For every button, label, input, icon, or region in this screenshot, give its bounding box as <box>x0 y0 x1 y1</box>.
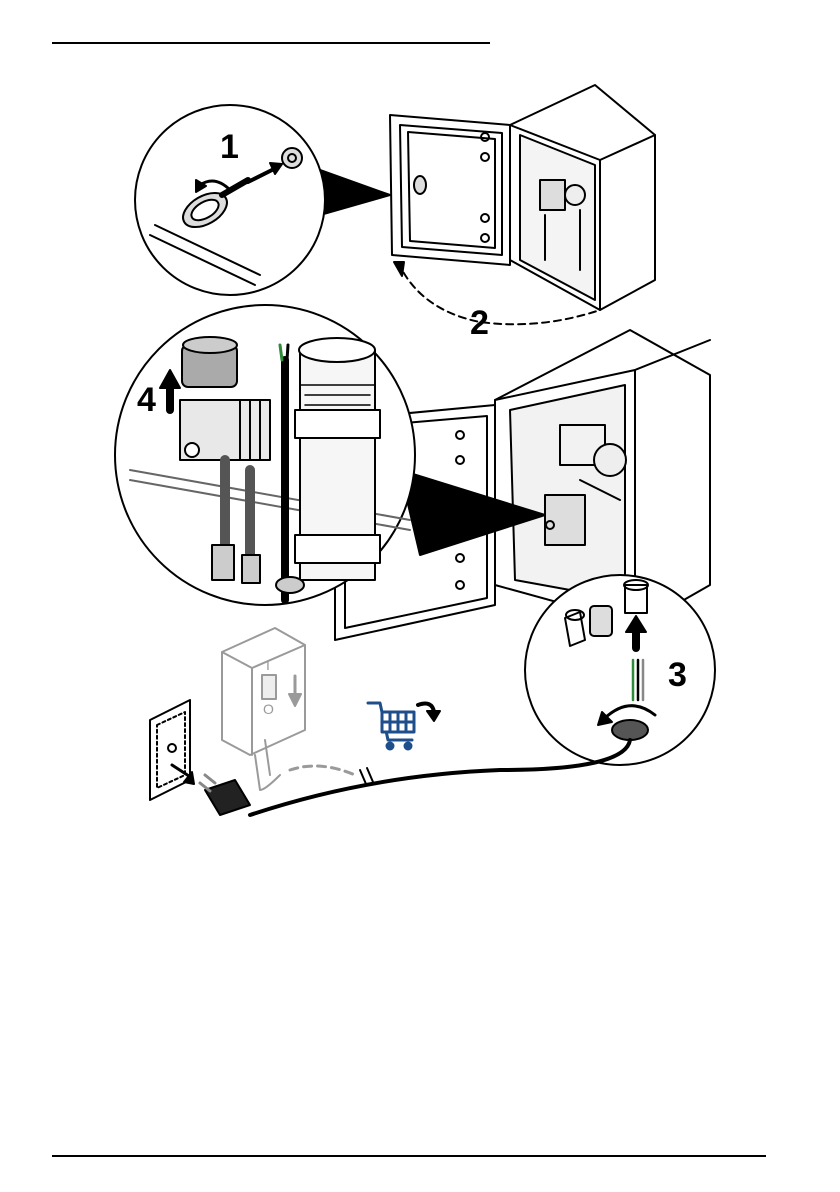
switch-off-mark: O <box>263 701 274 717</box>
shopping-cart-icon <box>368 703 414 749</box>
step-label-2: 2 <box>470 304 489 342</box>
wall-outlet <box>150 700 194 800</box>
power-plug <box>200 775 250 815</box>
disconnect-switch <box>222 628 355 790</box>
cabinet-top <box>390 85 655 324</box>
rotate-arrow-icon <box>418 704 440 721</box>
callout-step-1 <box>135 105 390 295</box>
step-label-4: 4 <box>137 381 156 419</box>
step-label-3: 3 <box>668 656 687 694</box>
switch-on-mark: I <box>266 657 270 673</box>
callout-step-4 <box>115 305 415 605</box>
step-label-1: 1 <box>220 128 239 166</box>
